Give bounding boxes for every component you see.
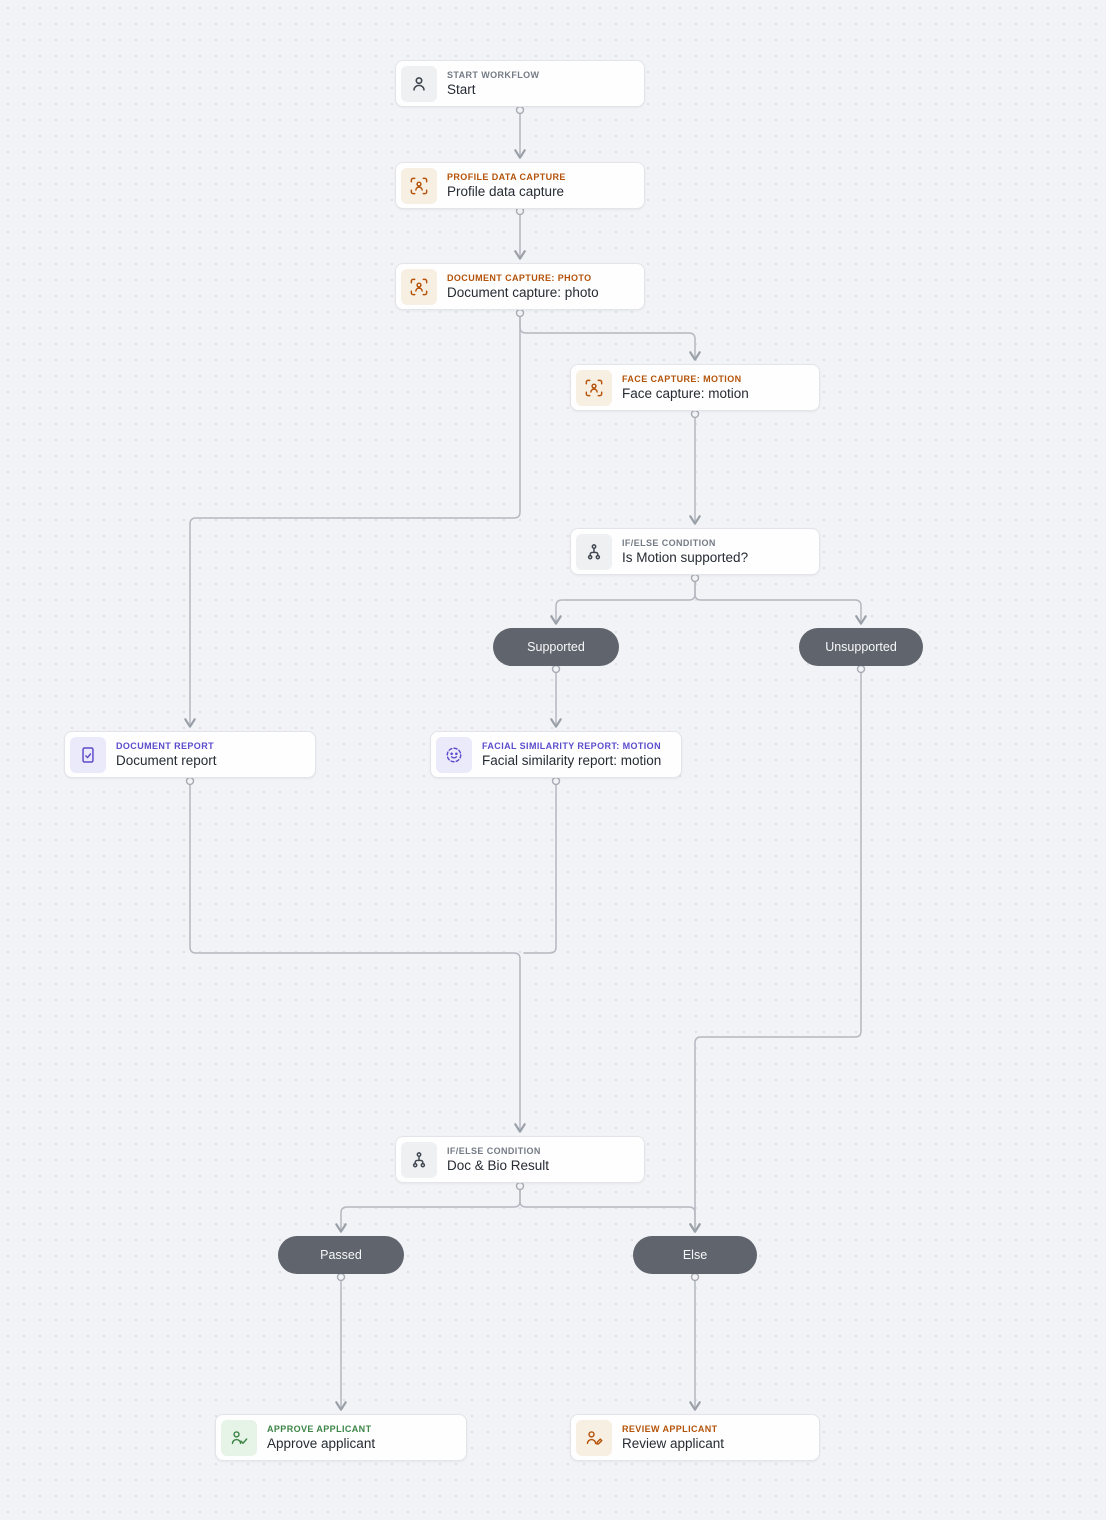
node-title: Facial similarity report: motion xyxy=(482,753,662,768)
document-check-icon xyxy=(70,736,106,773)
person-icon xyxy=(401,65,437,102)
node-eyebrow: DOCUMENT REPORT xyxy=(116,741,214,751)
node-eyebrow: FACE CAPTURE: MOTION xyxy=(622,374,742,384)
branch-label-unsupported[interactable]: Unsupported xyxy=(799,628,923,666)
node-title: Document capture: photo xyxy=(447,285,599,300)
branch-icon xyxy=(576,533,612,570)
node-document-capture-photo[interactable]: DOCUMENT CAPTURE: PHOTO Document capture… xyxy=(395,263,645,310)
branch-label-text: Supported xyxy=(527,640,585,654)
node-title: Face capture: motion xyxy=(622,386,749,401)
node-title: Is Motion supported? xyxy=(622,550,749,565)
person-edit-icon xyxy=(576,1419,612,1456)
node-title: Start xyxy=(447,82,476,97)
person-scan-icon xyxy=(401,167,437,204)
node-review-applicant[interactable]: REVIEW APPLICANT Review applicant xyxy=(570,1414,820,1461)
node-eyebrow: FACIAL SIMILARITY REPORT: MOTION xyxy=(482,741,661,751)
branch-icon xyxy=(401,1141,437,1178)
node-title: Profile data capture xyxy=(447,184,565,199)
node-title: Review applicant xyxy=(622,1436,725,1451)
branch-label-text: Passed xyxy=(320,1248,362,1262)
node-facial-similarity-report-motion[interactable]: FACIAL SIMILARITY REPORT: MOTION Facial … xyxy=(430,731,682,778)
node-eyebrow: IF/ELSE CONDITION xyxy=(447,1146,541,1156)
branch-label-text: Unsupported xyxy=(825,640,897,654)
branch-label-passed[interactable]: Passed xyxy=(278,1236,404,1274)
node-doc-bio-result[interactable]: IF/ELSE CONDITION Doc & Bio Result xyxy=(395,1136,645,1183)
node-eyebrow: IF/ELSE CONDITION xyxy=(622,538,716,548)
node-profile-data-capture[interactable]: PROFILE DATA CAPTURE Profile data captur… xyxy=(395,162,645,209)
face-similarity-icon xyxy=(436,736,472,773)
branch-label-supported[interactable]: Supported xyxy=(493,628,619,666)
person-scan-icon xyxy=(401,268,437,305)
node-title: Document report xyxy=(116,753,217,768)
node-title: Approve applicant xyxy=(267,1436,376,1451)
node-eyebrow: DOCUMENT CAPTURE: PHOTO xyxy=(447,273,592,283)
node-eyebrow: APPROVE APPLICANT xyxy=(267,1424,372,1434)
node-start[interactable]: START WORKFLOW Start xyxy=(395,60,645,107)
person-check-icon xyxy=(221,1419,257,1456)
node-eyebrow: PROFILE DATA CAPTURE xyxy=(447,172,566,182)
node-face-capture-motion[interactable]: FACE CAPTURE: MOTION Face capture: motio… xyxy=(570,364,820,411)
node-title: Doc & Bio Result xyxy=(447,1158,550,1173)
person-scan-icon xyxy=(576,369,612,406)
branch-label-text: Else xyxy=(682,1248,708,1262)
node-eyebrow: REVIEW APPLICANT xyxy=(622,1424,718,1434)
node-approve-applicant[interactable]: APPROVE APPLICANT Approve applicant xyxy=(215,1414,467,1461)
node-document-report[interactable]: DOCUMENT REPORT Document report xyxy=(64,731,316,778)
node-is-motion-supported[interactable]: IF/ELSE CONDITION Is Motion supported? xyxy=(570,528,820,575)
node-eyebrow: START WORKFLOW xyxy=(447,70,540,80)
branch-label-else[interactable]: Else xyxy=(633,1236,757,1274)
